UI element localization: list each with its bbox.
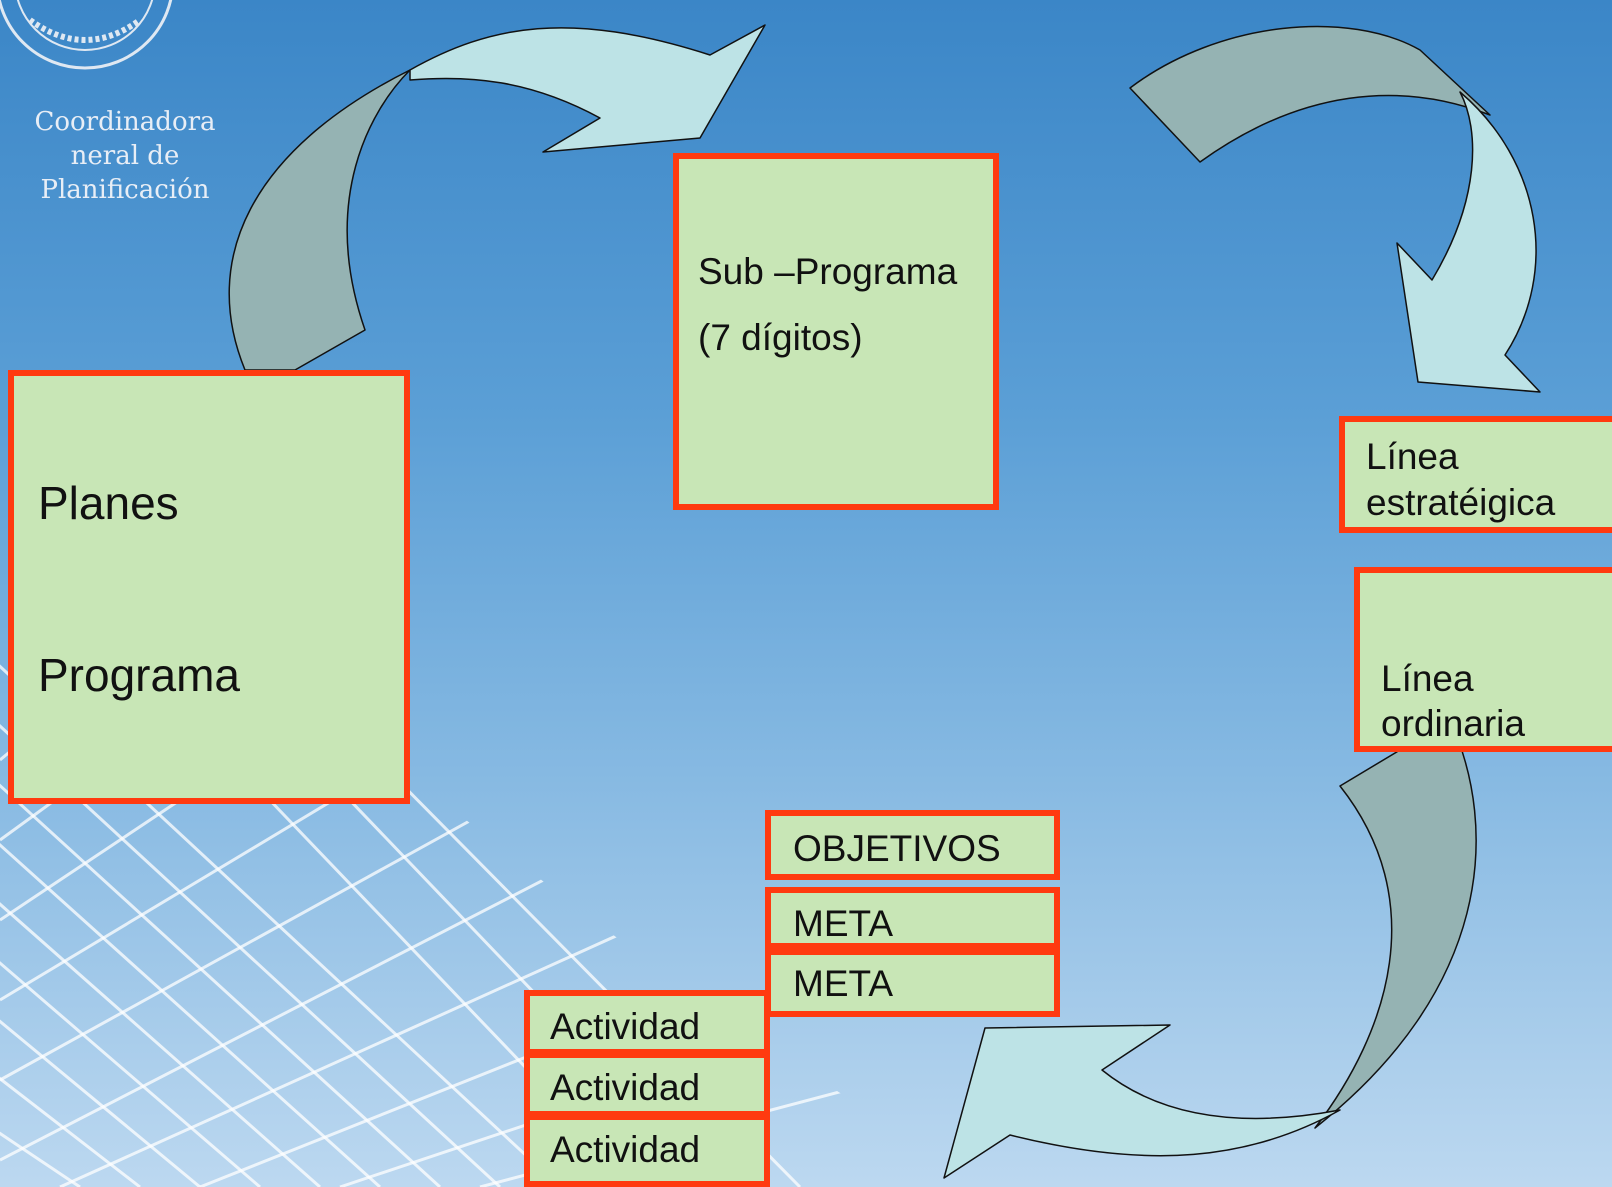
actividad-box-1: Actividad [524,990,770,1055]
actividad-label-3: Actividad [550,1129,701,1170]
meta-label-2: META [793,963,894,1004]
objetivos-box: OBJETIVOS [765,810,1060,880]
actividad-label-2: Actividad [550,1067,701,1108]
meta-box-1: META [765,887,1060,949]
linea-estrategica-box: Línea estratéigica [1339,416,1612,533]
arrow-planes-to-subprograma [228,69,411,371]
linea-estrategica-line2: estratéigica [1366,482,1556,523]
subprograma-label: Sub –Programa [698,251,958,292]
arrow-subprograma-to-linea [1129,25,1491,163]
arrow-planes-to-subprograma-head [409,24,766,153]
subprograma-digits-label: (7 dígitos) [698,317,863,358]
arrow-linea-to-objetivos [1314,719,1477,1129]
linea-ordinaria-line1: Línea [1381,658,1474,699]
logo-caption: Coordinadora neral de Planificación [0,105,250,207]
linea-ordinaria-line2: ordinaria [1381,703,1525,744]
programa-label: Programa [38,649,240,701]
planes-programa-box: Planes Programa [8,370,410,804]
meta-label-1: META [793,903,894,944]
planes-label: Planes [38,477,179,529]
subprograma-box: Sub –Programa (7 dígitos) [673,153,999,510]
logo-line-2: neral de Planificación [40,141,210,205]
logo-line-1: Coordinadora [34,107,216,137]
arrow-linea-to-objetivos-head [943,1024,1341,1179]
linea-estrategica-line1: Línea [1366,436,1459,477]
meta-box-2: META [765,949,1060,1017]
actividad-box-3: Actividad [524,1114,770,1187]
arrow-subprograma-to-linea-head [1396,91,1541,393]
actividad-label-1: Actividad [550,1006,701,1047]
objetivos-label: OBJETIVOS [793,828,1001,869]
linea-ordinaria-box: Línea ordinaria [1354,567,1612,752]
seal-logo [0,0,173,70]
actividad-box-2: Actividad [524,1052,770,1117]
